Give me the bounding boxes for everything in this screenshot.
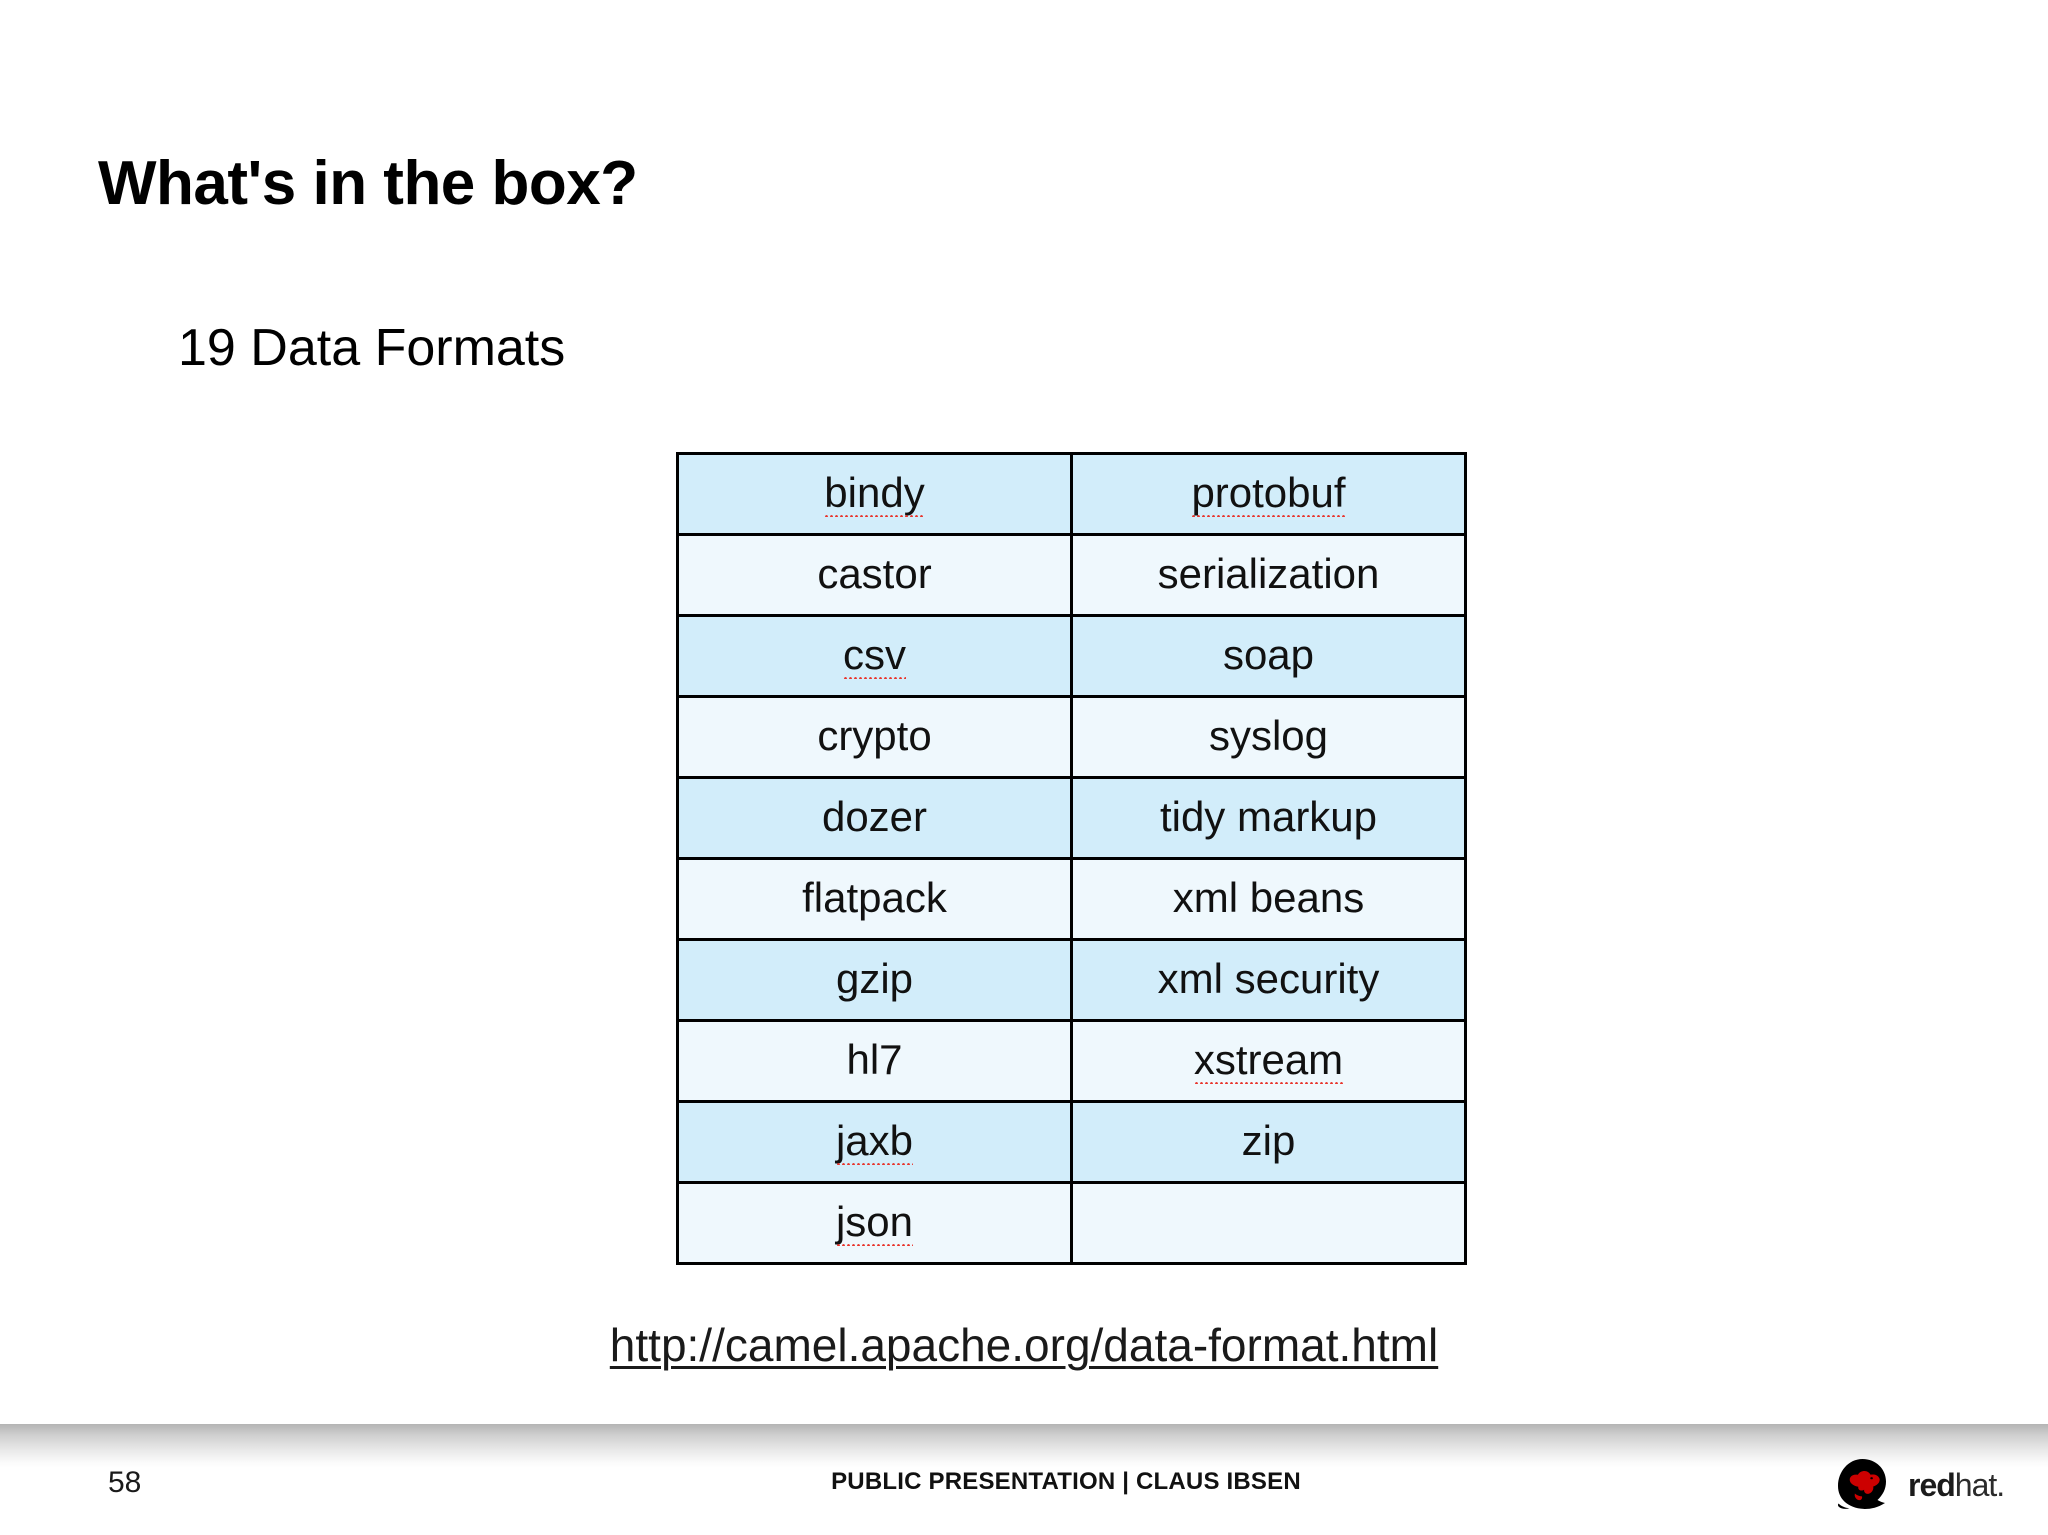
format-name: serialization <box>1157 550 1380 597</box>
table-cell-left: crypto <box>676 695 1073 779</box>
format-name: castor <box>817 550 932 597</box>
redhat-wordmark-red: red <box>1908 1467 1956 1503</box>
format-name: zip <box>1241 1117 1296 1164</box>
format-name: syslog <box>1208 712 1329 759</box>
table-row: crypto syslog <box>676 695 1467 779</box>
table-row: flatpack xml beans <box>676 857 1467 941</box>
format-name: soap <box>1222 631 1315 678</box>
table-cell-left: jaxb <box>676 1100 1073 1184</box>
table-cell-right: zip <box>1070 1100 1467 1184</box>
format-name: gzip <box>835 955 914 1002</box>
format-name: bindy <box>824 469 926 517</box>
format-name: csv <box>843 631 906 679</box>
data-formats-table: bindy protobuf castor serialization csv … <box>676 452 1467 1265</box>
format-name: xstream <box>1193 1036 1344 1084</box>
footer-gradient-divider <box>0 1424 2048 1468</box>
table-cell-left: castor <box>676 533 1073 617</box>
redhat-shadowman-icon <box>1826 1458 1900 1512</box>
table-cell-left: gzip <box>676 938 1073 1022</box>
table-cell-right <box>1070 1181 1467 1265</box>
table-cell-left: csv <box>676 614 1073 698</box>
table-cell-left: json <box>676 1181 1073 1265</box>
table-cell-left: bindy <box>676 452 1073 536</box>
footer-bar <box>0 1468 2048 1535</box>
table-row: gzip xml security <box>676 938 1467 1022</box>
redhat-wordmark-hat: hat. <box>1954 1467 2005 1503</box>
format-name: flatpack <box>802 874 947 921</box>
table-cell-right: xml beans <box>1070 857 1467 941</box>
page-title: What's in the box? <box>98 148 638 218</box>
format-name: xml security <box>1157 955 1380 1002</box>
format-name: tidy markup <box>1159 793 1378 840</box>
table-row: jaxb zip <box>676 1100 1467 1184</box>
slide-subtitle: 19 Data Formats <box>178 319 566 377</box>
redhat-logo: redhat. <box>1826 1455 2026 1515</box>
table-row: csv soap <box>676 614 1467 698</box>
table-cell-right: tidy markup <box>1070 776 1467 860</box>
table-cell-right: protobuf <box>1070 452 1467 536</box>
camel-data-format-link-text: http://camel.apache.org/data-format.html <box>609 1319 1439 1371</box>
table-cell-right: xml security <box>1070 938 1467 1022</box>
table-cell-right: xstream <box>1070 1019 1467 1103</box>
table-cell-left: dozer <box>676 776 1073 860</box>
format-name: protobuf <box>1191 469 1346 517</box>
format-name: json <box>835 1198 914 1246</box>
format-name: hl7 <box>846 1036 903 1083</box>
format-name: xml beans <box>1172 874 1365 921</box>
table-row: hl7 xstream <box>676 1019 1467 1103</box>
table-cell-left: flatpack <box>676 857 1073 941</box>
format-name: dozer <box>821 793 928 840</box>
table-row: castor serialization <box>676 533 1467 617</box>
table-cell-right: syslog <box>1070 695 1467 779</box>
table-row: bindy protobuf <box>676 452 1467 536</box>
data-formats-table-body: bindy protobuf castor serialization csv … <box>676 452 1467 1265</box>
table-cell-right: soap <box>1070 614 1467 698</box>
table-row: json <box>676 1181 1467 1265</box>
page-number: 58 <box>108 1466 142 1499</box>
format-name: jaxb <box>835 1117 914 1165</box>
camel-data-format-link[interactable]: http://camel.apache.org/data-format.html <box>0 1318 2048 1372</box>
table-cell-left: hl7 <box>676 1019 1073 1103</box>
table-cell-right: serialization <box>1070 533 1467 617</box>
footer-center-text: PUBLIC PRESENTATION | CLAUS IBSEN <box>831 1468 1301 1495</box>
format-name: crypto <box>817 712 932 759</box>
redhat-wordmark: redhat. <box>1908 1467 2005 1503</box>
table-row: dozer tidy markup <box>676 776 1467 860</box>
